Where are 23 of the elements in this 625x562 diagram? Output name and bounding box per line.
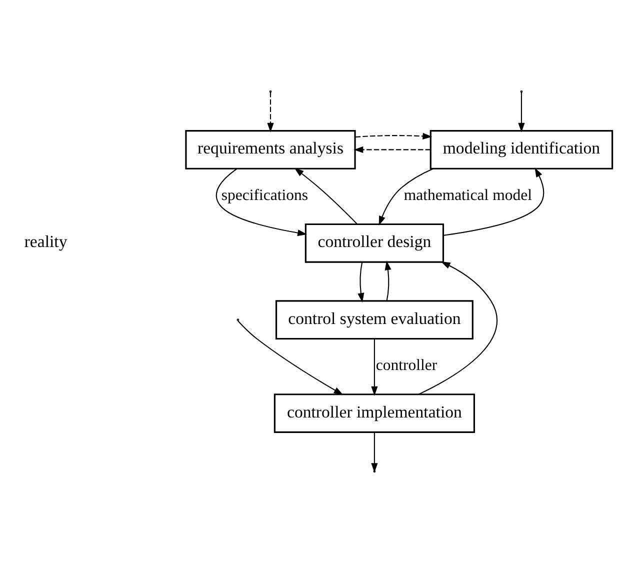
node-box: controller design: [304, 222, 444, 262]
arrow: [267, 92, 274, 132]
arrow: [378, 168, 434, 226]
arrow: [216, 168, 308, 236]
arrow: [354, 146, 431, 153]
node-box: control system evaluation: [275, 300, 474, 340]
node-box: requirements analysis: [185, 130, 356, 169]
edge-label: controller: [376, 356, 438, 374]
arrow: [384, 260, 392, 300]
arrow: [518, 92, 525, 132]
node-box: modeling identification: [430, 130, 614, 169]
arrow: [371, 338, 378, 396]
arrow: [444, 167, 544, 236]
edge-label: specifications: [221, 186, 308, 204]
arrow: [294, 167, 358, 224]
node-box: controller implementation: [274, 393, 475, 432]
arrow: [355, 132, 432, 139]
arrow: [358, 262, 364, 302]
label: reality: [24, 232, 68, 251]
arrow: [371, 432, 378, 472]
arrow: [418, 261, 498, 394]
arrow: [238, 320, 344, 395]
edge-label: mathematical model: [404, 186, 532, 204]
